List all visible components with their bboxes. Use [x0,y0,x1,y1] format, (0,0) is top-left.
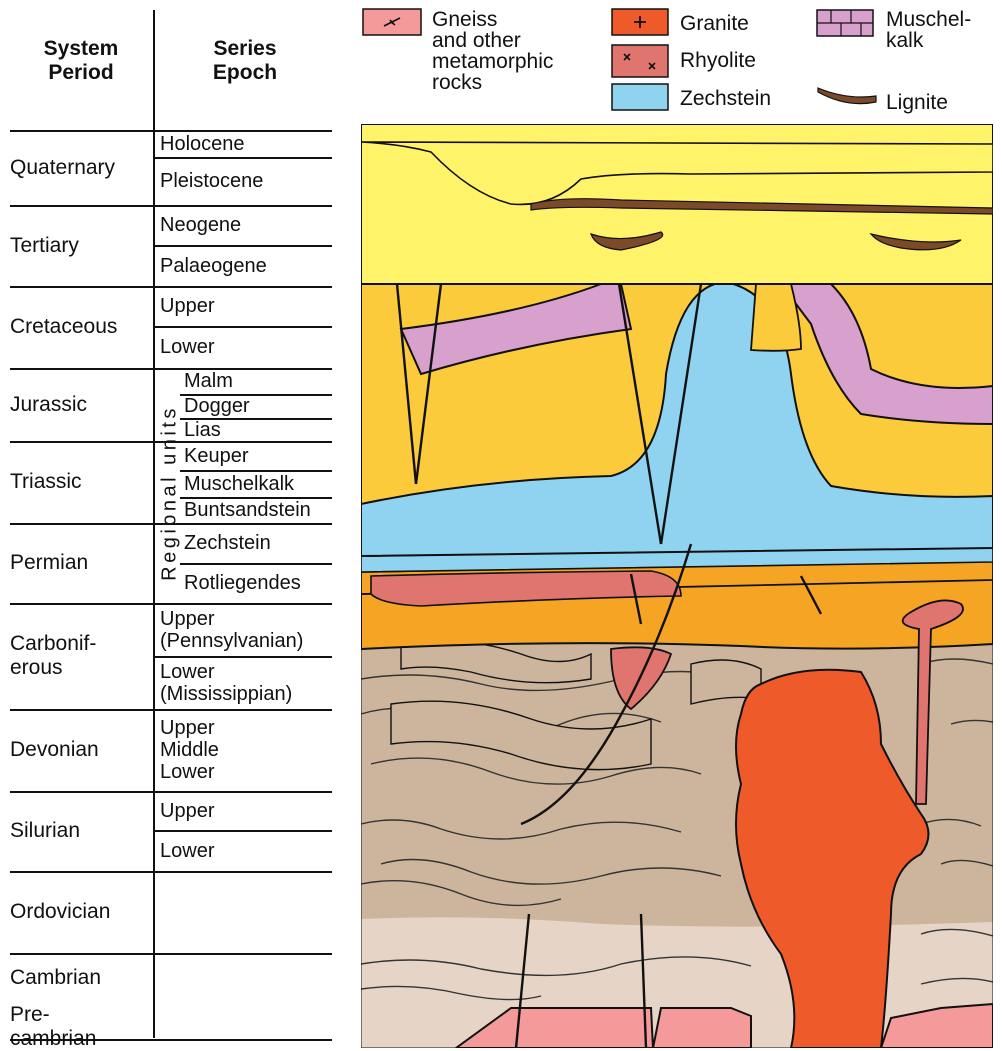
granite-swatch-icon [611,8,669,36]
series-silurian-lower: Lower [160,830,340,871]
regional-units-label: Regional units [159,405,182,581]
series-mississippian: Lower (Mississippian) [160,656,340,709]
series-neogene: Neogene [160,205,340,245]
series-dogger: Dogger [184,394,364,418]
series-pleistocene: Pleistocene [160,157,340,205]
series-silurian-upper: Upper [160,791,340,830]
zechstein-swatch-icon [611,83,669,111]
legend-zechstein-label: Zechstein [680,88,771,109]
period-silurian: Silurian [10,791,152,871]
series-buntsandstein: Buntsandstein [184,497,364,523]
series-zechstein: Zechstein [184,523,364,563]
series-cretaceous-lower: Lower [160,326,340,368]
period-cretaceous: Cretaceous [10,286,152,368]
series-malm: Malm [184,368,364,394]
period-devonian: Devonian [10,709,152,791]
series-muschelkalk: Muschelkalk [184,470,364,497]
lignite-swatch-icon [816,86,878,110]
legend-rhyolite-label: Rhyolite [680,50,756,71]
gneiss-block-center [653,1008,751,1048]
legend-muschelkalk-label: Muschel- kalk [886,9,971,51]
series-palaeogene: Palaeogene [160,245,340,286]
legend-gneiss-label: Gneiss and other metamorphic rocks [432,9,553,93]
header-system-period: System Period [10,37,152,85]
series-keuper: Keuper [184,441,364,470]
rhyolite-swatch-icon [611,44,669,78]
gneiss-swatch-icon [362,8,422,36]
series-devonian: Upper Middle Lower [160,709,340,791]
geologic-cross-section [361,124,993,1048]
series-cretaceous-upper: Upper [160,286,340,326]
series-pennsylvanian: Upper (Pennsylvanian) [160,604,340,656]
period-precambrian: Pre- cambrian [10,1003,152,1049]
period-tertiary: Tertiary [10,205,152,286]
series-holocene: Holocene [160,131,340,157]
period-quaternary: Quaternary [10,130,152,205]
period-ordovician: Ordovician [10,871,152,953]
period-carboniferous: Carbonif- erous [10,603,152,709]
period-permian: Permian [10,523,152,603]
header-series-epoch: Series Epoch [160,37,330,85]
series-lias: Lias [184,418,364,441]
period-jurassic: Jurassic [10,368,152,441]
period-triassic: Triassic [10,441,152,523]
series-rotliegendes: Rotliegendes [184,563,364,603]
period-cambrian: Cambrian [10,953,152,1003]
legend-lignite-label: Lignite [886,92,948,113]
legend-granite-label: Granite [680,13,749,34]
cap-rock [751,284,801,351]
muschelkalk-swatch-icon [816,9,874,37]
